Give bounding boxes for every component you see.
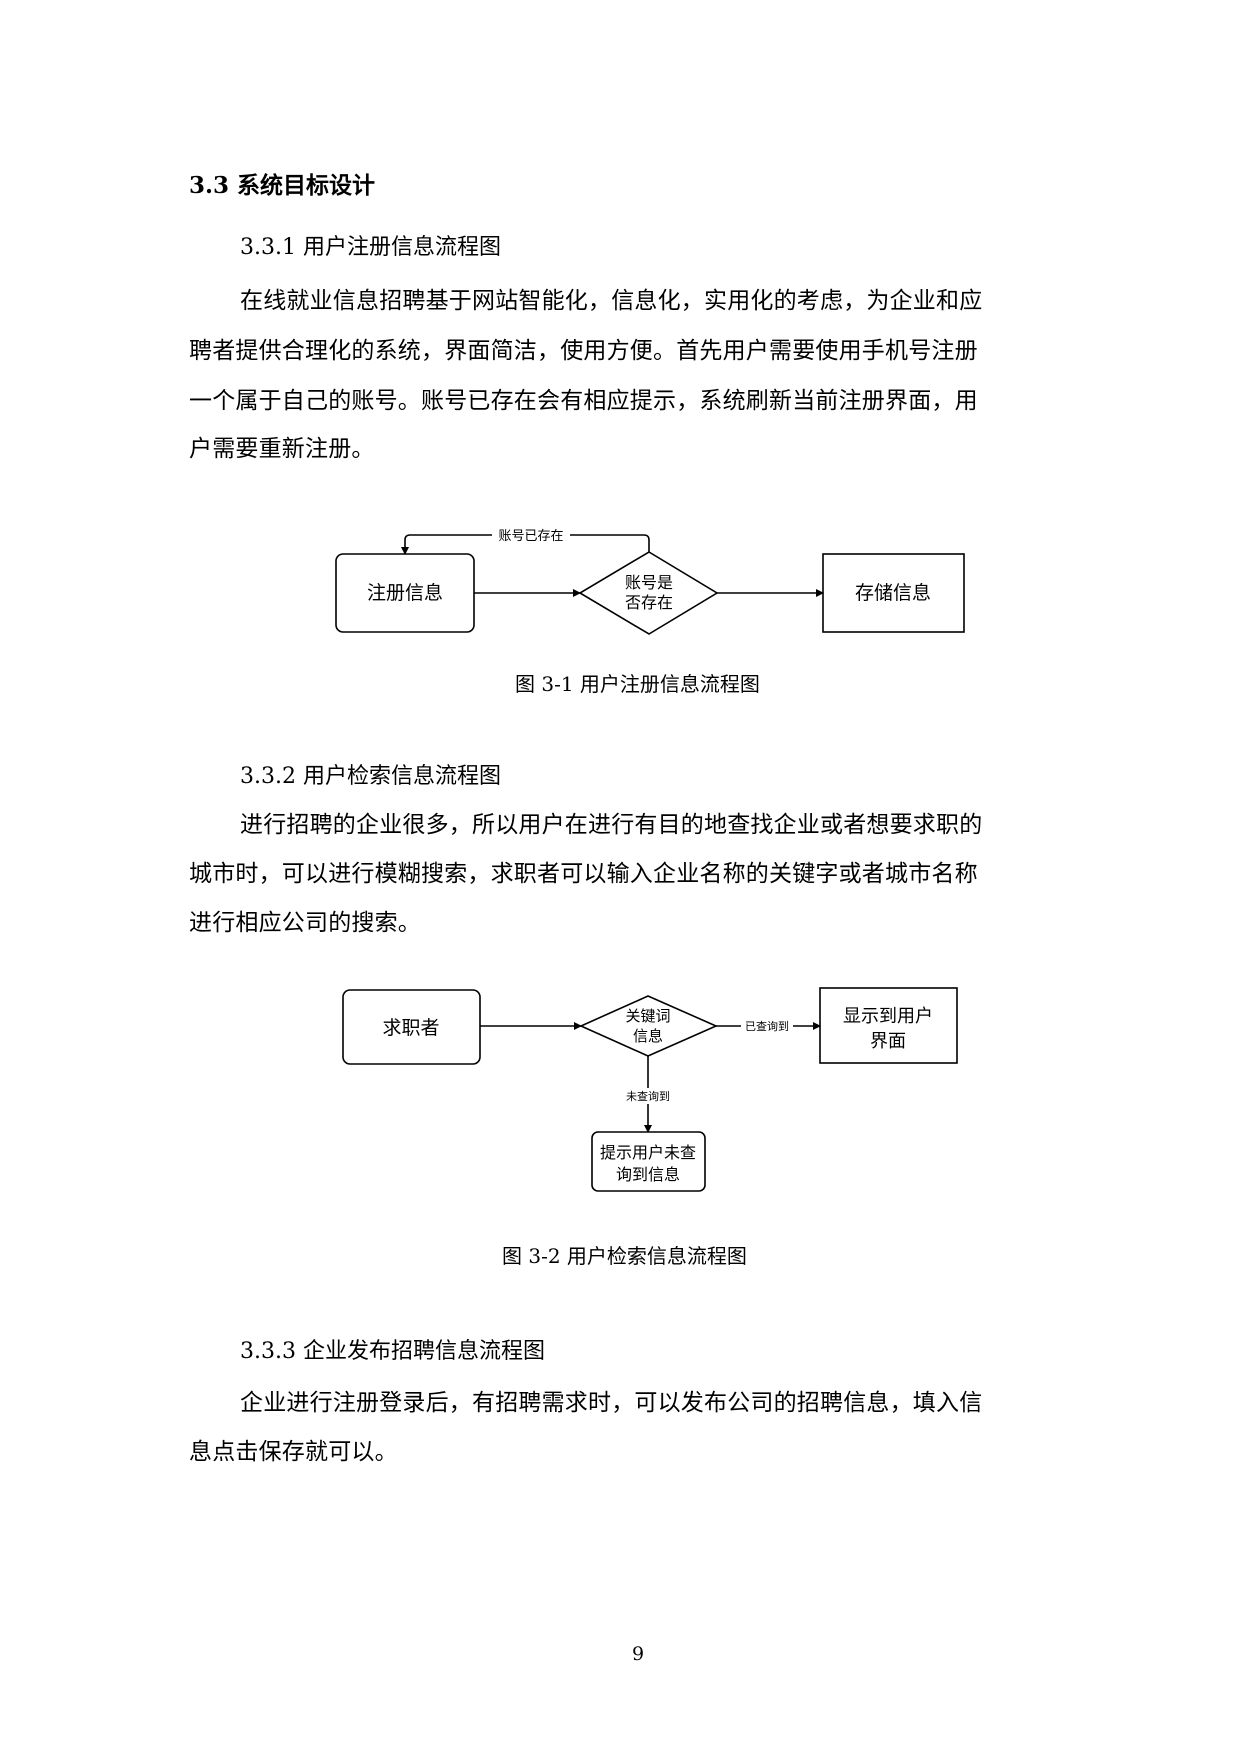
subsection-heading-3-3-1: 3.3.1 用户注册信息流程图 [240,235,501,260]
register-node-label: 注册信息 [367,582,443,604]
paragraph-line: 息点击保存就可以。 [189,1439,398,1465]
keyword-decision: 关键词 信息 [579,995,718,1057]
figure-caption-3-2: 图 3-2 用户检索信息流程图 [502,1244,747,1268]
paragraph-line: 进行招聘的企业很多，所以用户在进行有目的地查找企业或者想要求职的 [240,812,983,838]
paragraph-line: 城市时，可以进行模糊搜索，求职者可以输入企业名称的关键字或者城市名称 [189,861,978,887]
edge-label-exists: 账号已存在 [498,529,563,544]
keyword-label-line2: 信息 [633,1027,663,1045]
subsection-heading-3-3-2: 3.3.2 用户检索信息流程图 [240,764,501,789]
edge-label-found: 已查询到 [745,1019,789,1033]
store-node: 存储信息 [822,553,965,633]
paragraph-line: 户需要重新注册。 [189,436,375,462]
paragraph-line: 聘者提供合理化的系统，界面简洁，使用方便。首先用户需要使用手机号注册 [189,338,978,364]
not-found-label-line1: 提示用户未查 [600,1143,696,1162]
account-exists-decision: 账号是 否存在 [578,551,719,635]
paragraph-line: 在线就业信息招聘基于网站智能化，信息化，实用化的考虑，为企业和应 [240,288,983,314]
seeker-node-label: 求职者 [382,1017,439,1039]
store-node-label: 存储信息 [855,582,931,604]
page-number: 9 [632,1643,645,1665]
search-flowchart: 求职者 关键词 信息 显示到用户 界面 提示用户未查 询到信息 已查询到 未查询… [342,987,958,1192]
subsection-heading-3-3-3: 3.3.3 企业发布招聘信息流程图 [240,1339,545,1364]
registration-flowchart: 注册信息 账号是 否存在 存储信息 账号已存在 [0,0,1240,700]
paragraph-line: 进行相应公司的搜索。 [189,910,421,936]
seeker-node: 求职者 [342,989,481,1065]
edge-label-not-found: 未查询到 [626,1089,670,1103]
section-heading: 3.3 系统目标设计 [189,172,376,199]
display-node: 显示到用户 界面 [819,987,958,1064]
not-found-node: 提示用户未查 询到信息 [591,1131,706,1192]
decision-label-line2: 否存在 [625,593,673,612]
display-label-line1: 显示到用户 [843,1006,933,1027]
paragraph-line: 一个属于自己的账号。账号已存在会有相应提示，系统刷新当前注册界面，用 [189,388,978,414]
not-found-label-line2: 询到信息 [616,1165,680,1184]
decision-label-line1: 账号是 [625,573,673,592]
keyword-label-line1: 关键词 [625,1007,670,1025]
display-label-line2: 界面 [870,1031,906,1052]
paragraph-line: 企业进行注册登录后，有招聘需求时，可以发布公司的招聘信息，填入信 [240,1390,983,1416]
figure-caption-3-1: 图 3-1 用户注册信息流程图 [515,672,760,696]
